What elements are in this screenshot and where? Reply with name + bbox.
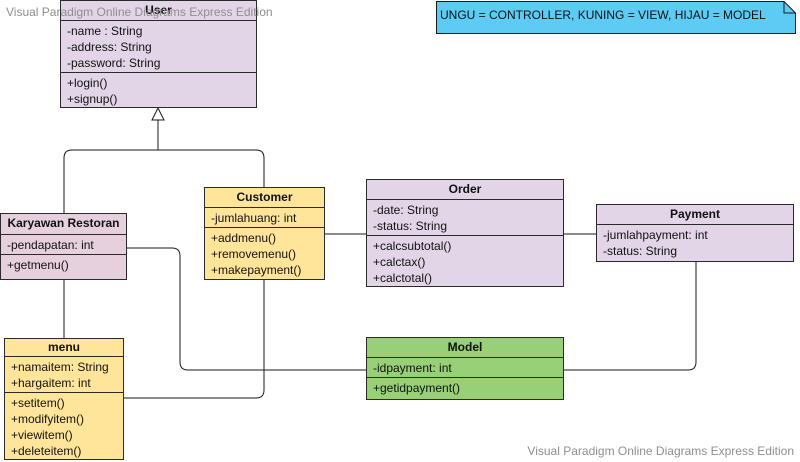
class-order-methods: +calcsubtotal() +calctax() +calctotal() (367, 236, 563, 288)
method: +calctax() (373, 255, 426, 269)
watermark-bottom: Visual Paradigm Online Diagrams Express … (527, 444, 794, 458)
method: +getidpayment() (373, 381, 461, 395)
class-payment-name: Payment (597, 205, 793, 225)
attribute: -address: String (67, 40, 152, 54)
method: +removemenu() (211, 247, 297, 261)
class-user-methods: +login() +signup() (61, 73, 256, 109)
class-karyawan-name: Karyawan Restoran (1, 214, 126, 235)
class-order[interactable]: Order -date: String -status: String +cal… (366, 179, 564, 287)
method: +login() (67, 76, 108, 90)
class-model-attributes: -idpayment: int (367, 358, 563, 378)
attribute: -date: String (373, 203, 439, 217)
class-model-methods: +getidpayment() (367, 378, 563, 398)
watermark-top: Visual Paradigm Online Diagrams Express … (6, 5, 273, 19)
attribute: -name : String (67, 24, 143, 38)
class-order-attributes: -date: String -status: String (367, 200, 563, 236)
class-karyawan-restoran[interactable]: Karyawan Restoran -pendapatan: int +getm… (0, 213, 127, 280)
class-karyawan-attributes: -pendapatan: int (1, 235, 126, 255)
attribute: -pendapatan: int (7, 238, 94, 252)
assoc-customer-menu (124, 280, 265, 399)
method: +signup() (67, 92, 118, 106)
method: +setitem() (11, 396, 65, 410)
attribute: -idpayment: int (373, 361, 452, 375)
legend-note: UNGU = CONTROLLER, KUNING = VIEW, HIJAU … (436, 1, 796, 34)
attribute: +namaitem: String (11, 360, 109, 374)
method: +calcsubtotal() (373, 239, 452, 253)
class-customer-attributes: -jumlahuang: int (205, 208, 324, 228)
class-payment[interactable]: Payment -jumlahpayment: int -status: Str… (596, 204, 794, 262)
class-model[interactable]: Model -idpayment: int +getidpayment() (366, 337, 564, 400)
legend-note-text: UNGU = CONTROLLER, KUNING = VIEW, HIJAU … (440, 8, 766, 22)
note-shape (436, 1, 796, 34)
class-user[interactable]: User -name : String -address: String -pa… (60, 0, 257, 108)
attribute: -status: String (603, 244, 678, 258)
class-customer-methods: +addmenu() +removemenu() +makepayment() (205, 228, 324, 280)
method: +deleteitem() (11, 444, 82, 458)
class-customer-name: Customer (205, 188, 324, 208)
class-order-name: Order (367, 180, 563, 200)
class-customer[interactable]: Customer -jumlahuang: int +addmenu() +re… (204, 187, 325, 280)
class-karyawan-methods: +getmenu() (1, 255, 126, 275)
method: +calctotal() (373, 271, 433, 285)
class-menu[interactable]: menu +namaitem: String +hargaitem: int +… (4, 338, 124, 460)
assoc-payment-model (563, 262, 697, 371)
class-menu-methods: +setitem() +modifyitem() +viewitem() +de… (5, 393, 123, 461)
class-payment-attributes: -jumlahpayment: int -status: String (597, 225, 793, 261)
attribute: -jumlahuang: int (211, 211, 297, 225)
class-user-name: User (61, 1, 256, 21)
attribute: -jumlahpayment: int (603, 228, 708, 242)
method: +viewitem() (11, 428, 73, 442)
method: +modifyitem() (11, 412, 85, 426)
inheritance-line-karyawan (63, 120, 159, 215)
method: +getmenu() (7, 258, 69, 272)
method: +makepayment() (211, 263, 302, 277)
class-menu-name: menu (5, 339, 123, 357)
method: +addmenu() (211, 231, 277, 245)
attribute: -status: String (373, 219, 448, 233)
inheritance-arrowhead (151, 106, 165, 121)
assoc-karyawan-model (127, 247, 366, 371)
class-user-attributes: -name : String -address: String -passwor… (61, 21, 256, 73)
inheritance-line-customer (158, 149, 265, 188)
attribute: -password: String (67, 56, 161, 70)
attribute: +hargaitem: int (11, 376, 91, 390)
class-menu-attributes: +namaitem: String +hargaitem: int (5, 357, 123, 393)
class-model-name: Model (367, 338, 563, 358)
